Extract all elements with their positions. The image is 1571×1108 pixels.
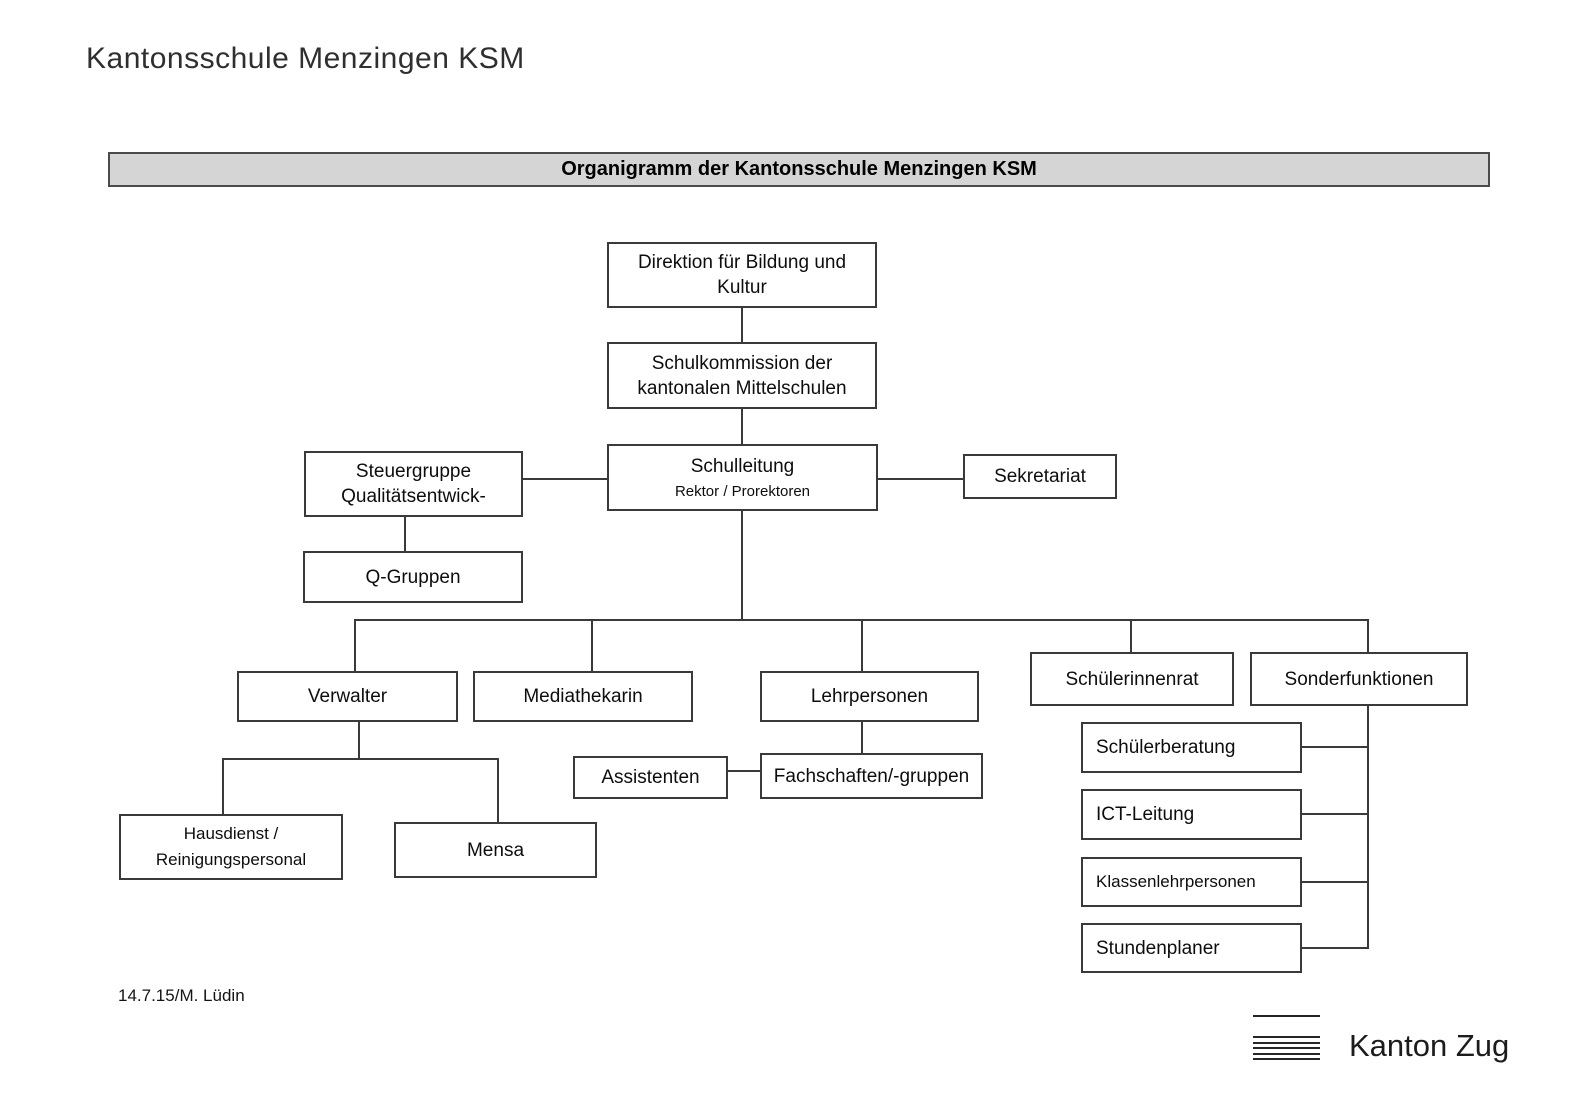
- org-node-schulkommission: Schulkommission der kantonalen Mittelsch…: [607, 342, 877, 409]
- org-node-label: Q-Gruppen: [365, 566, 461, 588]
- connector-drop-lehrpersonen: [861, 619, 863, 672]
- org-node-mediathekarin: Mediathekarin: [473, 671, 693, 722]
- org-node-label: Direktion für Bildung und: [637, 252, 847, 273]
- logo-flag-line: [1253, 1042, 1320, 1044]
- org-node-label: Stundenplaner: [1096, 937, 1220, 959]
- logo-flag-line: [1253, 1047, 1320, 1049]
- chart-title-banner: Organigramm der Kantonsschule Menzingen …: [108, 152, 1490, 187]
- connector-drop-mensa: [497, 758, 499, 823]
- connector-sonderfunktionen-vertical: [1367, 706, 1369, 949]
- org-node-label: ICT-Leitung: [1096, 804, 1195, 825]
- org-node-label: Assistenten: [601, 767, 700, 788]
- org-node-schuelerberatung: Schülerberatung: [1081, 722, 1302, 773]
- connector-stub-stundenplaner: [1302, 947, 1368, 949]
- connector-stub-schuelerberatung: [1302, 746, 1368, 748]
- connector-drop-verwalter: [354, 619, 356, 672]
- logo-flag-line: [1253, 1015, 1320, 1017]
- org-node-label: Reinigungspersonal: [155, 850, 307, 869]
- org-node-label: Schulkommission der: [651, 352, 833, 374]
- org-node-schuelerinnenrat: Schülerinnenrat: [1030, 652, 1234, 706]
- org-node-label: Mediathekarin: [523, 686, 643, 707]
- connector-stub-ict: [1302, 813, 1368, 815]
- org-node-sublabel: Rektor / Prorektoren: [674, 482, 811, 500]
- connector-lehrpersonen-fachschaften: [861, 722, 863, 754]
- org-node-lehrpersonen: Lehrpersonen: [760, 671, 979, 722]
- org-node-fachschaften: Fachschaften/-gruppen: [760, 753, 983, 799]
- connector-steuergruppe-qgruppen: [404, 517, 406, 552]
- org-node-ict-leitung: ICT-Leitung: [1081, 789, 1302, 840]
- org-node-label: Verwalter: [307, 686, 388, 707]
- org-node-label: Sonderfunktionen: [1284, 668, 1434, 690]
- org-node-label: Steuergruppe: [355, 461, 472, 482]
- chart-title: Organigramm der Kantonsschule Menzingen …: [561, 158, 1037, 180]
- org-node-label: Lehrpersonen: [810, 686, 929, 707]
- connector-direktion-schulkommission: [741, 308, 743, 343]
- org-node-steuergruppe: Steuergruppe Qualitätsentwick-: [304, 451, 523, 517]
- connector-drop-mediathekarin: [591, 619, 593, 672]
- connector-schulleitung-sekretariat: [878, 478, 963, 480]
- org-node-qgruppen: Q-Gruppen: [303, 551, 523, 603]
- org-node-label: Mensa: [466, 839, 525, 861]
- connector-drop-hausdienst: [222, 758, 224, 815]
- org-node-label: kantonalen Mittelschulen: [637, 377, 847, 399]
- connector-verwalter-horizontal: [222, 758, 499, 760]
- org-node-label: Sekretariat: [994, 466, 1086, 487]
- logo-flag-line: [1253, 1036, 1320, 1038]
- org-node-sekretariat: Sekretariat: [963, 454, 1117, 499]
- org-node-mensa: Mensa: [394, 822, 597, 878]
- org-node-stundenplaner: Stundenplaner: [1081, 923, 1302, 973]
- connector-steuergruppe-schulleitung: [523, 478, 607, 480]
- logo-text: Kanton Zug: [1349, 1028, 1510, 1063]
- connector-schulkommission-schulleitung: [741, 409, 743, 445]
- footer-date-author: 14.7.15/M. Lüdin: [118, 986, 245, 1005]
- org-node-label: Klassenlehrpersonen: [1096, 872, 1256, 891]
- org-node-direktion: Direktion für Bildung und Kultur: [607, 242, 877, 308]
- connector-drop-schuelerinnenrat: [1130, 619, 1132, 653]
- connector-stub-klassenlehrpersonen: [1302, 881, 1368, 883]
- document-title: Kantonsschule Menzingen KSM: [86, 42, 525, 75]
- org-node-sonderfunktionen: Sonderfunktionen: [1250, 652, 1468, 706]
- connector-verwalter-down: [358, 722, 360, 760]
- connector-drop-sonderfunktionen: [1367, 619, 1369, 653]
- logo-flag-line: [1253, 1053, 1320, 1055]
- org-node-klassenlehrpersonen: Klassenlehrpersonen: [1081, 857, 1302, 907]
- org-node-schulleitung: Schulleitung Rektor / Prorektoren: [607, 444, 878, 511]
- connector-assistenten-fachschaften: [728, 770, 760, 772]
- org-node-hausdienst: Hausdienst / Reinigungspersonal: [119, 814, 343, 880]
- logo-flag-line: [1253, 1058, 1320, 1060]
- org-node-label: Hausdienst /: [183, 824, 279, 843]
- org-node-label: Schülerberatung: [1096, 737, 1236, 758]
- org-node-label: Schulleitung: [690, 455, 795, 477]
- kanton-zug-logo: Kanton Zug: [1253, 1013, 1509, 1073]
- org-node-assistenten: Assistenten: [573, 756, 728, 799]
- org-node-verwalter: Verwalter: [237, 671, 458, 722]
- org-node-label: Qualitätsentwick-: [341, 486, 486, 507]
- connector-schulleitung-branch: [741, 511, 743, 621]
- org-node-label: Fachschaften/-gruppen: [773, 765, 970, 787]
- org-node-label: Kultur: [717, 277, 767, 298]
- org-node-label: Schülerinnenrat: [1065, 668, 1199, 690]
